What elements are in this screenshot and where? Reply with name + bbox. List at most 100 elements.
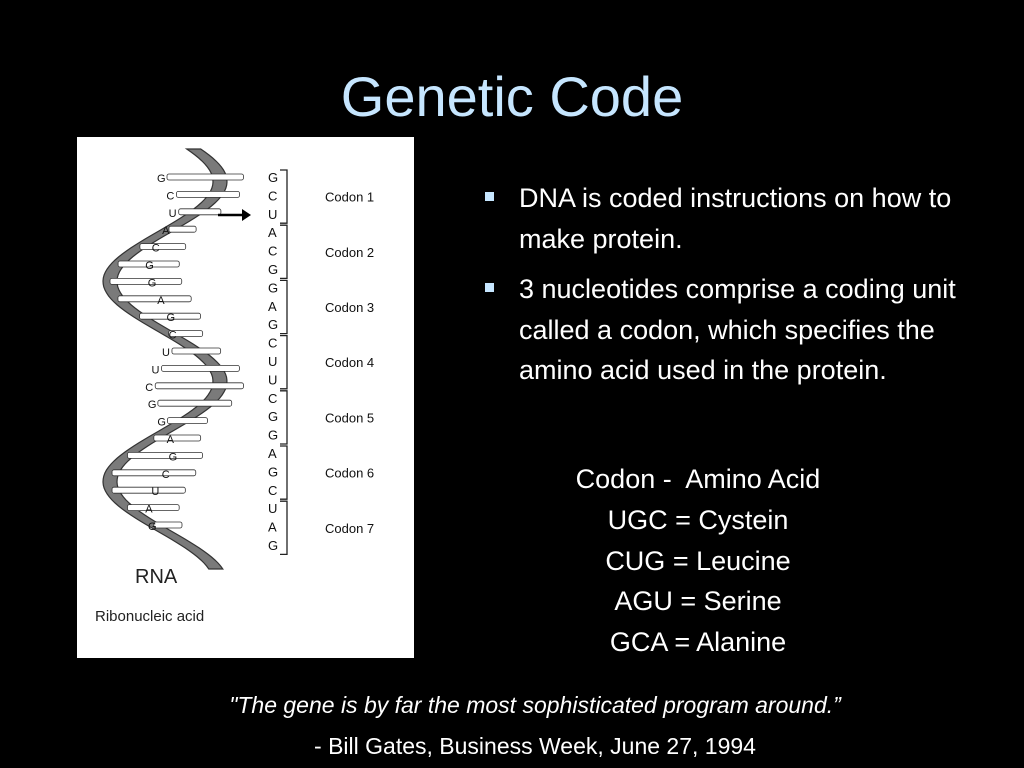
codon-label: Codon 3 <box>325 300 374 315</box>
square-bullet-icon <box>485 192 494 201</box>
strand-base-letter: G <box>157 417 166 429</box>
bullet-item: 3 nucleotides comprise a coding unit cal… <box>484 269 984 391</box>
base-rung <box>166 173 244 181</box>
base-rung <box>127 504 180 512</box>
base-rung <box>178 208 222 216</box>
codon-base-letter: C <box>268 244 277 259</box>
base-rungs <box>109 173 244 529</box>
codon-bracket <box>280 169 288 224</box>
codon-base-letter: G <box>268 170 278 185</box>
quote-attribution: - Bill Gates, Business Week, June 27, 19… <box>314 733 756 759</box>
codon-label: Codon 2 <box>325 245 374 260</box>
strand-base-letter: U <box>169 208 177 220</box>
base-rung <box>127 451 203 459</box>
strand-base-letter: A <box>157 295 165 307</box>
base-rung <box>157 399 233 407</box>
codon-base-letter: U <box>268 501 277 516</box>
bullet-text: DNA is coded instructions on how to make… <box>519 183 952 254</box>
codon-base-letter: G <box>268 464 278 479</box>
base-rung <box>168 225 197 233</box>
codon-label: Codon 6 <box>325 466 374 481</box>
base-rung <box>153 434 202 442</box>
base-rung <box>139 243 187 250</box>
strand-base-letter: G <box>169 451 178 463</box>
base-rung <box>117 295 192 303</box>
bullet-text: 3 nucleotides comprise a coding unit cal… <box>519 274 956 385</box>
base-rung <box>167 417 208 425</box>
codon-table-row: AGU = Serine <box>614 586 782 617</box>
strand-base-letter: A <box>167 434 175 446</box>
strand-base-letter: G <box>148 399 157 411</box>
base-rung <box>109 277 183 285</box>
codon-base-letter: A <box>268 520 277 535</box>
base-rung <box>175 191 240 198</box>
rna-caption-subtitle: Ribonucleic acid <box>95 608 204 625</box>
strand-base-letter: C <box>166 190 174 202</box>
codon-base-letter: G <box>268 538 278 553</box>
strand-base-letter: C <box>169 330 177 342</box>
codon-amino-acid-table: Codon - Amino Acid UGC = Cystein CUG = L… <box>540 459 856 663</box>
codon-base-letter: G <box>268 409 278 424</box>
codon-bracket <box>280 500 288 556</box>
slide-title: Genetic Code <box>340 65 684 128</box>
base-rung <box>154 382 244 390</box>
strand-base-letter: G <box>148 277 157 289</box>
strand-base-letter: G <box>148 521 157 533</box>
rna-caption: RNA <box>135 566 178 588</box>
strand-base-letter: A <box>162 225 170 237</box>
codon-table-row: UGC = Cystein <box>607 504 789 535</box>
bullet-item: DNA is coded instructions on how to make… <box>484 178 984 259</box>
strand-base-letter: A <box>145 504 153 516</box>
base-rung <box>111 469 197 477</box>
codon-label: Codon 4 <box>325 355 374 370</box>
codon-base-letter: A <box>268 225 277 240</box>
helix-backbone <box>102 148 228 570</box>
codon-label: Codon 1 <box>325 190 374 205</box>
codon-label: Codon 5 <box>325 410 374 425</box>
quote-text: "The gene is by far the most sophisticat… <box>229 692 841 718</box>
strand-base-letter: U <box>152 364 160 376</box>
arrow-icon <box>218 209 251 221</box>
codon-table-header: Codon - Amino Acid <box>575 464 821 494</box>
codon-base-letter: G <box>268 262 278 277</box>
helix-ribbon <box>102 148 228 570</box>
square-bullet-icon <box>485 283 494 292</box>
strand-base-letter: G <box>145 260 154 272</box>
codon-table-row: CUG = Leucine <box>605 545 791 576</box>
strand-base-letter: G <box>157 173 166 185</box>
base-rung <box>171 347 222 355</box>
codon-label: Codon 7 <box>325 521 374 536</box>
strand-base-letter: C <box>152 243 160 255</box>
codon-base-letter: U <box>268 354 277 369</box>
strand-base-letter: U <box>151 486 159 498</box>
codon-bracket <box>280 279 288 335</box>
codon-bracket <box>280 334 288 390</box>
bullet-list: DNA is coded instructions on how to make… <box>484 178 984 401</box>
codon-table-row: GCA = Alanine <box>609 627 787 658</box>
codon-base-letter: U <box>268 207 277 222</box>
base-rung <box>111 486 186 494</box>
codon-base-letter: C <box>268 188 277 203</box>
codon-base-letter: C <box>268 336 277 351</box>
base-rung <box>117 260 180 268</box>
base-rung <box>168 330 204 338</box>
codon-base-letter: A <box>268 299 277 314</box>
strand-base-letter: C <box>162 469 170 481</box>
codon-base-letter: G <box>268 280 278 295</box>
codon-bracket <box>280 224 288 280</box>
base-rung <box>161 364 240 372</box>
strand-base-letter: G <box>167 312 176 324</box>
codon-base-letter: G <box>268 428 278 443</box>
codon-base-letter: C <box>268 483 277 498</box>
codon-bracket <box>280 445 288 500</box>
base-rung <box>153 521 183 529</box>
strand-base-letter: C <box>145 382 153 394</box>
codon-base-letter: A <box>268 446 277 461</box>
codon-base-letter: C <box>268 391 277 406</box>
base-rung <box>139 312 201 320</box>
codon-base-letter: G <box>268 317 278 332</box>
